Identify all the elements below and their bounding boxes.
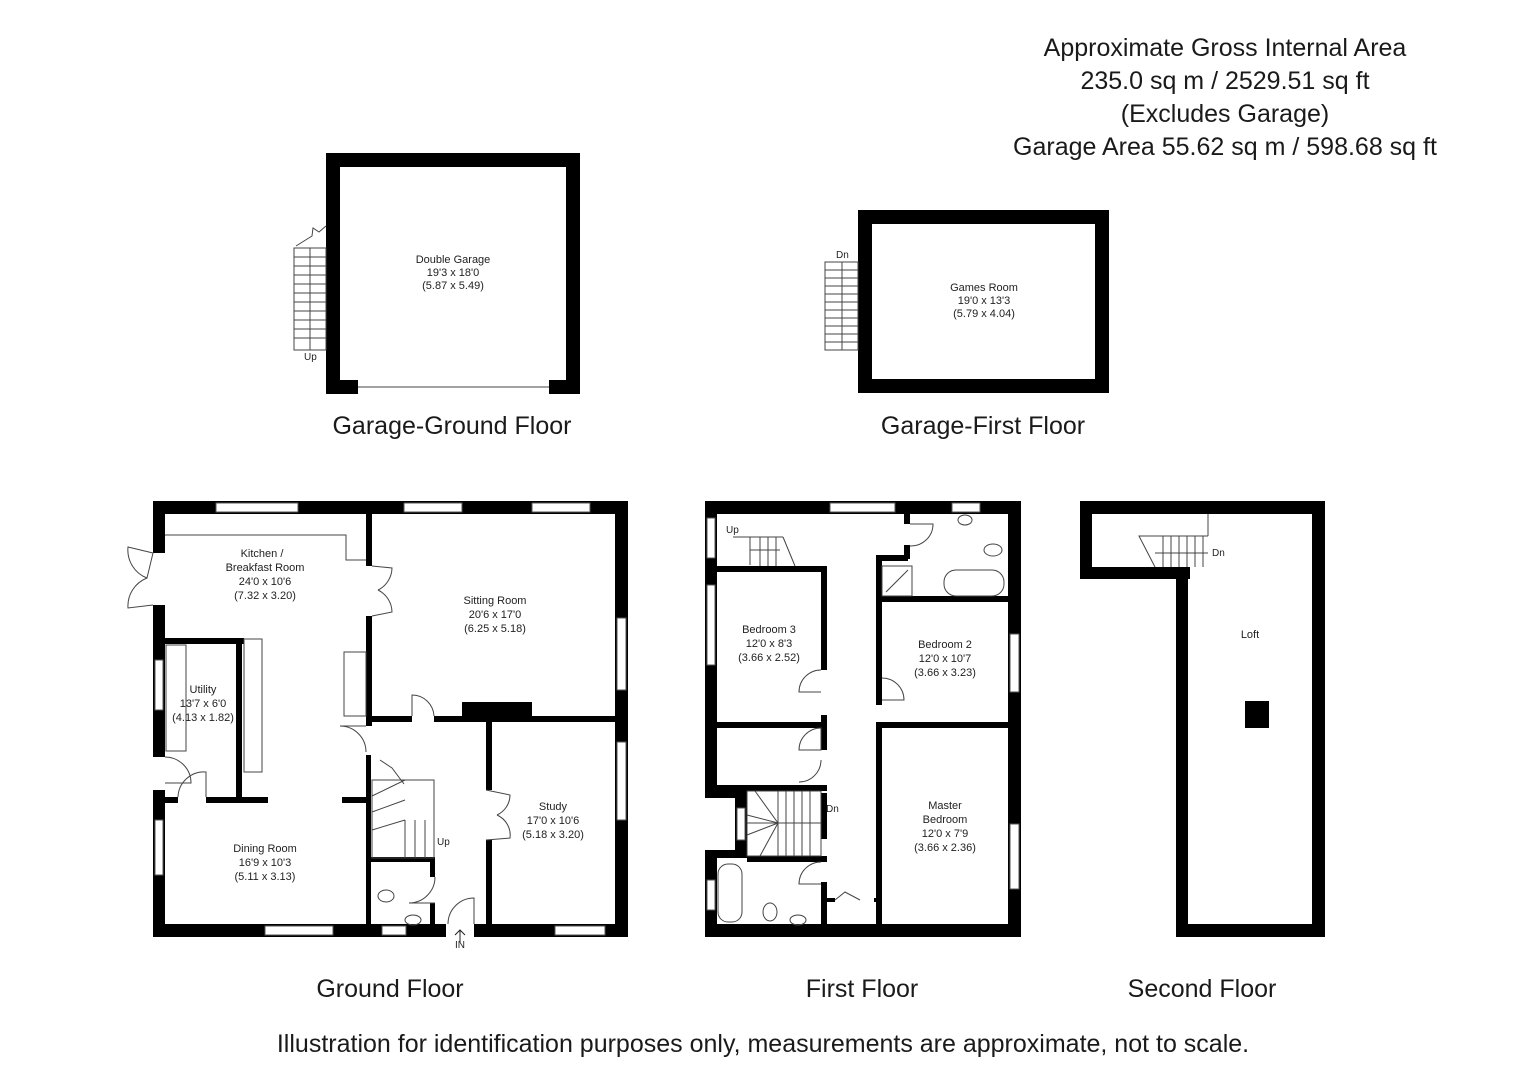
games-room-stairs: Dn [824, 250, 859, 351]
entrance-marker: IN [454, 929, 466, 951]
room-dims-imperial: 19'0 x 13'3 [958, 295, 1011, 307]
loft-stairs [1138, 514, 1209, 568]
room-dims-metric: (5.87 x 5.49) [422, 280, 484, 292]
room-name: Sitting Room [464, 595, 527, 607]
room-dims-metric: (5.79 x 4.04) [953, 308, 1015, 320]
room-name: Double Garage [416, 254, 491, 266]
first-floor-stairs-up [733, 536, 796, 567]
room-name: Study [539, 801, 568, 813]
room-dims-imperial: 12'0 x 10'7 [919, 653, 972, 665]
disclaimer: Illustration for identification purposes… [276, 1030, 1250, 1058]
room-dims-imperial: 24'0 x 10'6 [239, 576, 292, 588]
svg-text:IN: IN [455, 940, 465, 951]
garage-ground-floor-plan: Up Double Garage 19'3 x 18'0 (5.87 x 5.4… [293, 153, 580, 394]
room-name: Loft [1241, 629, 1259, 641]
first-floor-stairs-down [746, 790, 822, 857]
room-dims-imperial: 17'0 x 10'6 [527, 815, 580, 827]
ground-floor-plan: Up IN Kitchen / Breakfast Room 24'0 x 10… [127, 501, 628, 951]
room-dims-metric: (3.66 x 2.52) [738, 652, 800, 664]
second-floor-title: Second Floor [1127, 975, 1277, 1003]
stairs-up-label: Up [437, 837, 450, 848]
garage-first-floor-plan: Dn Games Room 19'0 x 13'3 (5.79 x 4.04) [824, 210, 1109, 393]
room-dims-imperial: 16'9 x 10'3 [239, 857, 292, 869]
room-name: Bedroom 2 [918, 639, 972, 651]
room-dims-metric: (6.25 x 5.18) [464, 623, 526, 635]
room-dims-metric: (7.32 x 3.20) [234, 590, 296, 602]
stairs-up-label: Up [726, 525, 739, 536]
room-name: Bedroom 3 [742, 624, 796, 636]
room-dims-metric: (3.66 x 2.36) [914, 842, 976, 854]
garage-first-floor-title: Garage-First Floor [880, 412, 1086, 440]
area-heading: Approximate Gross Internal Area [1043, 34, 1407, 62]
ground-floor-title: Ground Floor [316, 975, 464, 1003]
master-name-line1: Master [928, 800, 962, 812]
gross-internal-area-summary: Approximate Gross Internal Area 235.0 sq… [960, 32, 1490, 164]
stairs-up-label: Up [304, 352, 317, 363]
stairs-down-label: Dn [836, 250, 849, 261]
room-dims-metric: (5.18 x 3.20) [522, 829, 584, 841]
ground-floor-stairs [371, 759, 435, 859]
master-name-line2: Bedroom [923, 814, 968, 826]
garage-ground-floor-title: Garage-Ground Floor [332, 412, 572, 440]
kitchen-name-line1: Kitchen / [241, 548, 285, 560]
garage-area: Garage Area 55.62 sq m / 598.68 sq ft [1013, 133, 1437, 161]
room-dims-metric: (3.66 x 3.23) [914, 667, 976, 679]
first-floor-title: First Floor [805, 975, 919, 1003]
room-dims-imperial: 19'3 x 18'0 [427, 267, 480, 279]
room-dims-imperial: 12'0 x 7'9 [922, 828, 968, 840]
area-total: 235.0 sq m / 2529.51 sq ft [1080, 67, 1370, 95]
second-floor-plan: Dn Loft [1080, 501, 1325, 937]
room-dims-metric: (5.11 x 3.13) [235, 871, 296, 883]
room-dims-imperial: 12'0 x 8'3 [746, 638, 792, 650]
stairs-down-label: Dn [1212, 548, 1225, 559]
room-name: Utility [190, 684, 217, 696]
kitchen-name-line2: Breakfast Room [226, 562, 305, 574]
room-name: Games Room [950, 282, 1018, 294]
room-name: Dining Room [233, 843, 297, 855]
stairs-down-label: Dn [826, 804, 839, 815]
first-floor-plan: Up Dn Bedroom 3 12'0 x 8'3 (3.66 x 2.52)… [705, 501, 1021, 937]
room-dims-imperial: 20'6 x 17'0 [469, 609, 522, 621]
room-dims-imperial: 13'7 x 6'0 [180, 698, 226, 710]
area-exclusion-note: (Excludes Garage) [1120, 100, 1330, 128]
room-dims-metric: (4.13 x 1.82) [172, 712, 234, 724]
garage-stairs: Up [293, 225, 327, 363]
